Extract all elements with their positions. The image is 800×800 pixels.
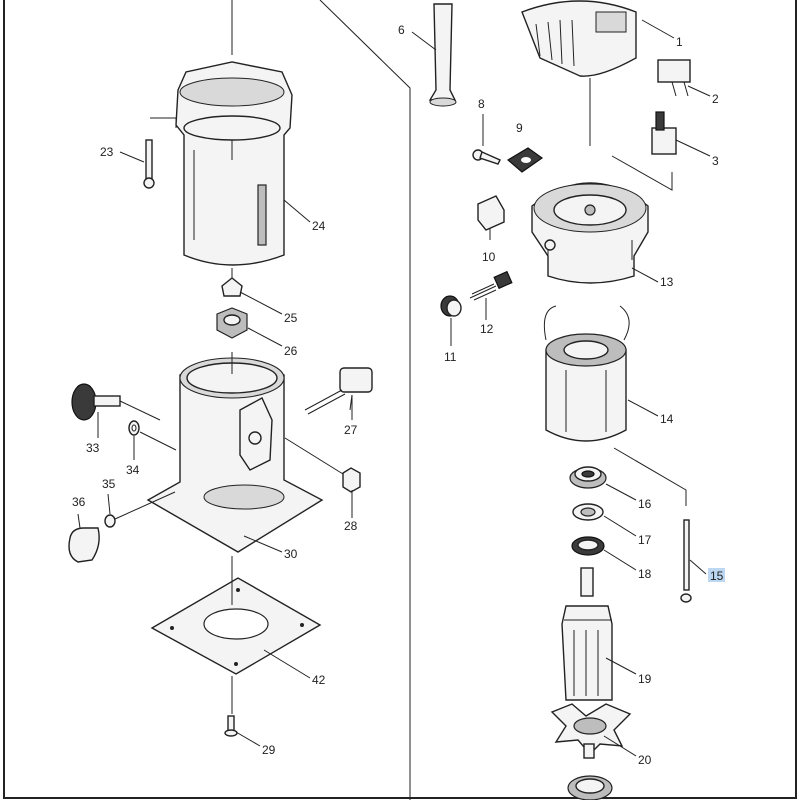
callout-20: 20 [638,753,652,767]
callout-28: 28 [344,519,358,533]
callout-25: 25 [284,311,298,325]
callout-3: 3 [712,154,719,168]
callout-29: 29 [262,743,276,757]
callout-1: 1 [676,35,683,49]
part-9-plate [506,147,544,173]
callout-23: 23 [100,145,114,159]
page-border [3,0,797,799]
part-25-nut [221,268,243,297]
part-27-knob [304,367,373,415]
part-36-knob [68,513,100,563]
callout-8: 8 [478,97,485,111]
part-42-plate [150,556,322,714]
part-17-bearing [572,503,604,521]
callout-42: 42 [312,673,326,687]
callout-9: 9 [516,121,523,135]
part-2-capacitor [657,59,691,97]
part-16-bearing [569,466,607,489]
callout-27: 27 [344,423,358,437]
callout-14: 14 [660,412,674,426]
callout-13: 13 [660,275,674,289]
part-14-stator [543,305,687,506]
leader-lines [97,19,711,757]
part-23-screw [143,117,177,189]
part-28-nut [284,437,361,493]
callout-15-highlight [708,568,725,582]
callout-2: 2 [712,92,719,106]
part-11-cap [440,295,462,346]
callout-24: 24 [312,219,326,233]
part-6-nozzle [428,3,457,107]
callout-36: 36 [72,495,86,509]
callout-34: 34 [126,463,140,477]
callout-18: 18 [638,567,652,581]
part-1-cover [521,0,637,146]
part-bottom-bearing [567,775,613,800]
callout-33: 33 [86,441,100,455]
part-30-base [146,352,324,553]
part-29-screw [224,715,238,737]
callout-26: 26 [284,344,298,358]
part-33-thumbscrew [71,383,161,421]
callouts: 1 2 3 6 8 9 10 11 12 13 14 15 16 17 18 1… [72,23,724,767]
callout-35: 35 [102,477,116,491]
callout-12: 12 [480,322,494,336]
part-35-washer [104,491,176,528]
callout-11: 11 [444,350,457,364]
callout-19: 19 [638,672,652,686]
part-20-fan [550,703,632,759]
callout-10: 10 [482,250,496,264]
part-12-brush [469,270,513,320]
part-10-terminal [477,195,505,240]
part-34-washer [128,420,177,451]
callout-16: 16 [638,497,652,511]
callout-6: 6 [398,23,405,37]
part-26-nut [216,307,248,339]
part-18-bearing [571,536,605,556]
callout-17: 17 [638,533,652,547]
part-19-armature [561,567,613,701]
divider-line [319,0,411,800]
part-15-screw [680,519,692,603]
part-13-housing [531,182,649,284]
callout-30: 30 [284,547,298,561]
part-24-housing [175,61,293,266]
part-8-screw [472,114,501,165]
callout-15: 15 [710,569,724,583]
part-3-switch [611,111,677,191]
